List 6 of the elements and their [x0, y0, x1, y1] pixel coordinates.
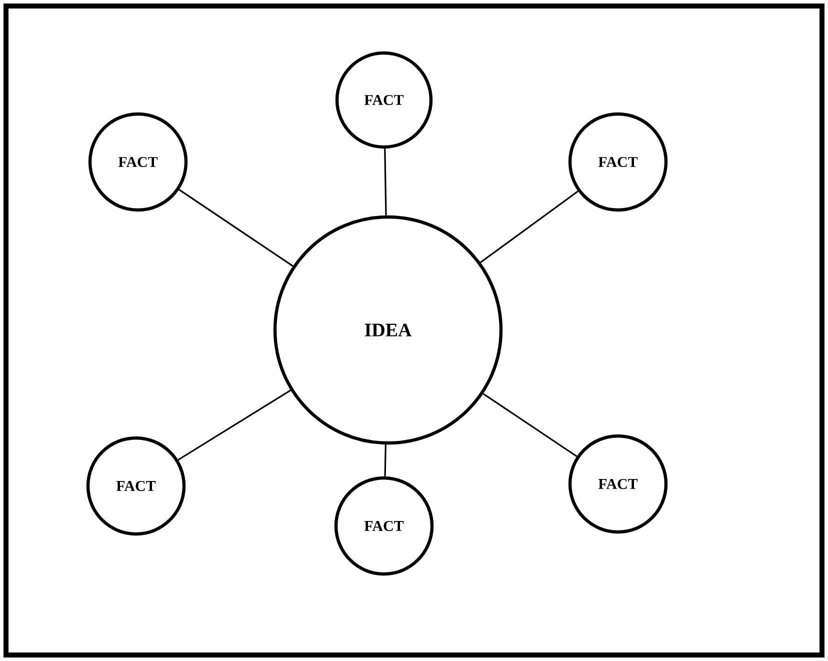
connector-line [178, 189, 294, 267]
connector-line [480, 190, 578, 264]
connector-line [178, 390, 291, 461]
connector-line [384, 148, 387, 216]
connector-line [482, 393, 578, 458]
connector-line [384, 444, 386, 476]
